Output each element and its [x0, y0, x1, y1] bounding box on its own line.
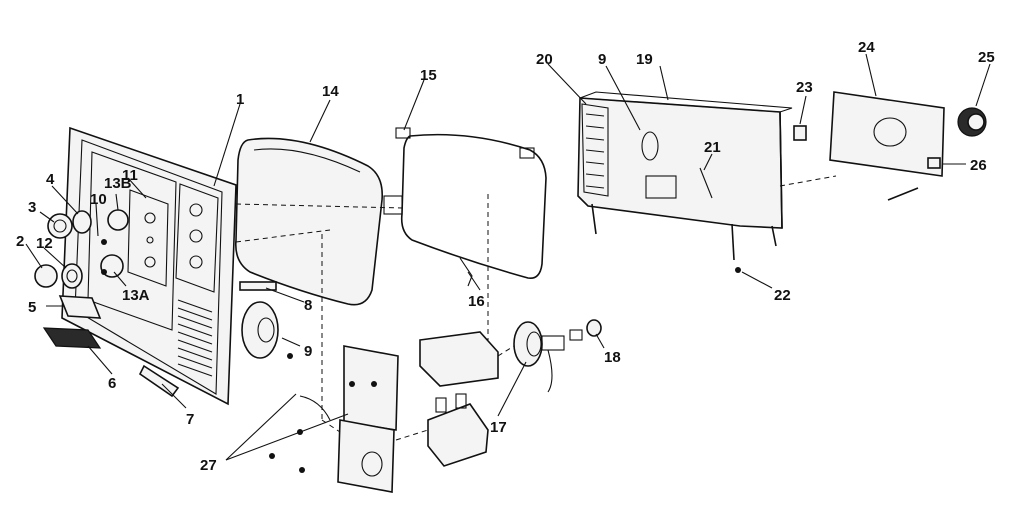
callout-1: 1 [236, 91, 244, 108]
callout-13a: 13A [122, 287, 150, 304]
callout-5: 5 [28, 299, 36, 316]
callout-21: 21 [704, 139, 721, 156]
callout-17: 17 [490, 419, 507, 436]
callout-22: 22 [774, 287, 791, 304]
callout-26: 26 [970, 157, 987, 174]
picture-tube-part [234, 137, 403, 306]
callout-9-speaker: 9 [304, 343, 312, 360]
knob-assembly [34, 209, 129, 289]
transformer-part [419, 331, 499, 467]
speaker-grille [177, 299, 213, 377]
callout-labels: 1 2 3 4 5 6 7 8 9 9 10 11 12 13A 13B 14 … [16, 39, 995, 474]
callout-2: 2 [16, 233, 24, 250]
callout-4: 4 [46, 171, 55, 188]
speaker-part [239, 281, 293, 359]
callout-16: 16 [468, 293, 485, 310]
callout-24: 24 [858, 39, 875, 56]
callout-7: 7 [186, 411, 194, 428]
console-cabinet-part [577, 91, 793, 273]
front-bezel-part [61, 126, 237, 406]
callout-15: 15 [420, 67, 437, 84]
trim-parts [42, 295, 180, 398]
callout-20: 20 [536, 51, 553, 68]
callout-25: 25 [978, 49, 995, 66]
callout-13b: 13B [104, 175, 132, 192]
callout-10: 10 [90, 191, 107, 208]
back-panel-part [793, 91, 987, 201]
callout-27: 27 [200, 457, 217, 474]
cabinet-grille [585, 113, 605, 189]
leader-lines [25, 53, 991, 461]
socket-part [513, 319, 602, 393]
callout-12: 12 [36, 235, 53, 252]
callout-14: 14 [322, 83, 339, 100]
callout-8: 8 [304, 297, 312, 314]
callout-23: 23 [796, 79, 813, 96]
chassis-bracket-part [269, 345, 399, 493]
yoke-frame-part [395, 127, 547, 287]
callout-19: 19 [636, 51, 653, 68]
callout-9-cabinet: 9 [598, 51, 606, 68]
callout-11: 11 [122, 167, 138, 184]
assembly-lines [235, 175, 837, 441]
callout-3: 3 [28, 199, 36, 216]
callout-18: 18 [604, 349, 621, 366]
callout-6: 6 [108, 375, 116, 392]
